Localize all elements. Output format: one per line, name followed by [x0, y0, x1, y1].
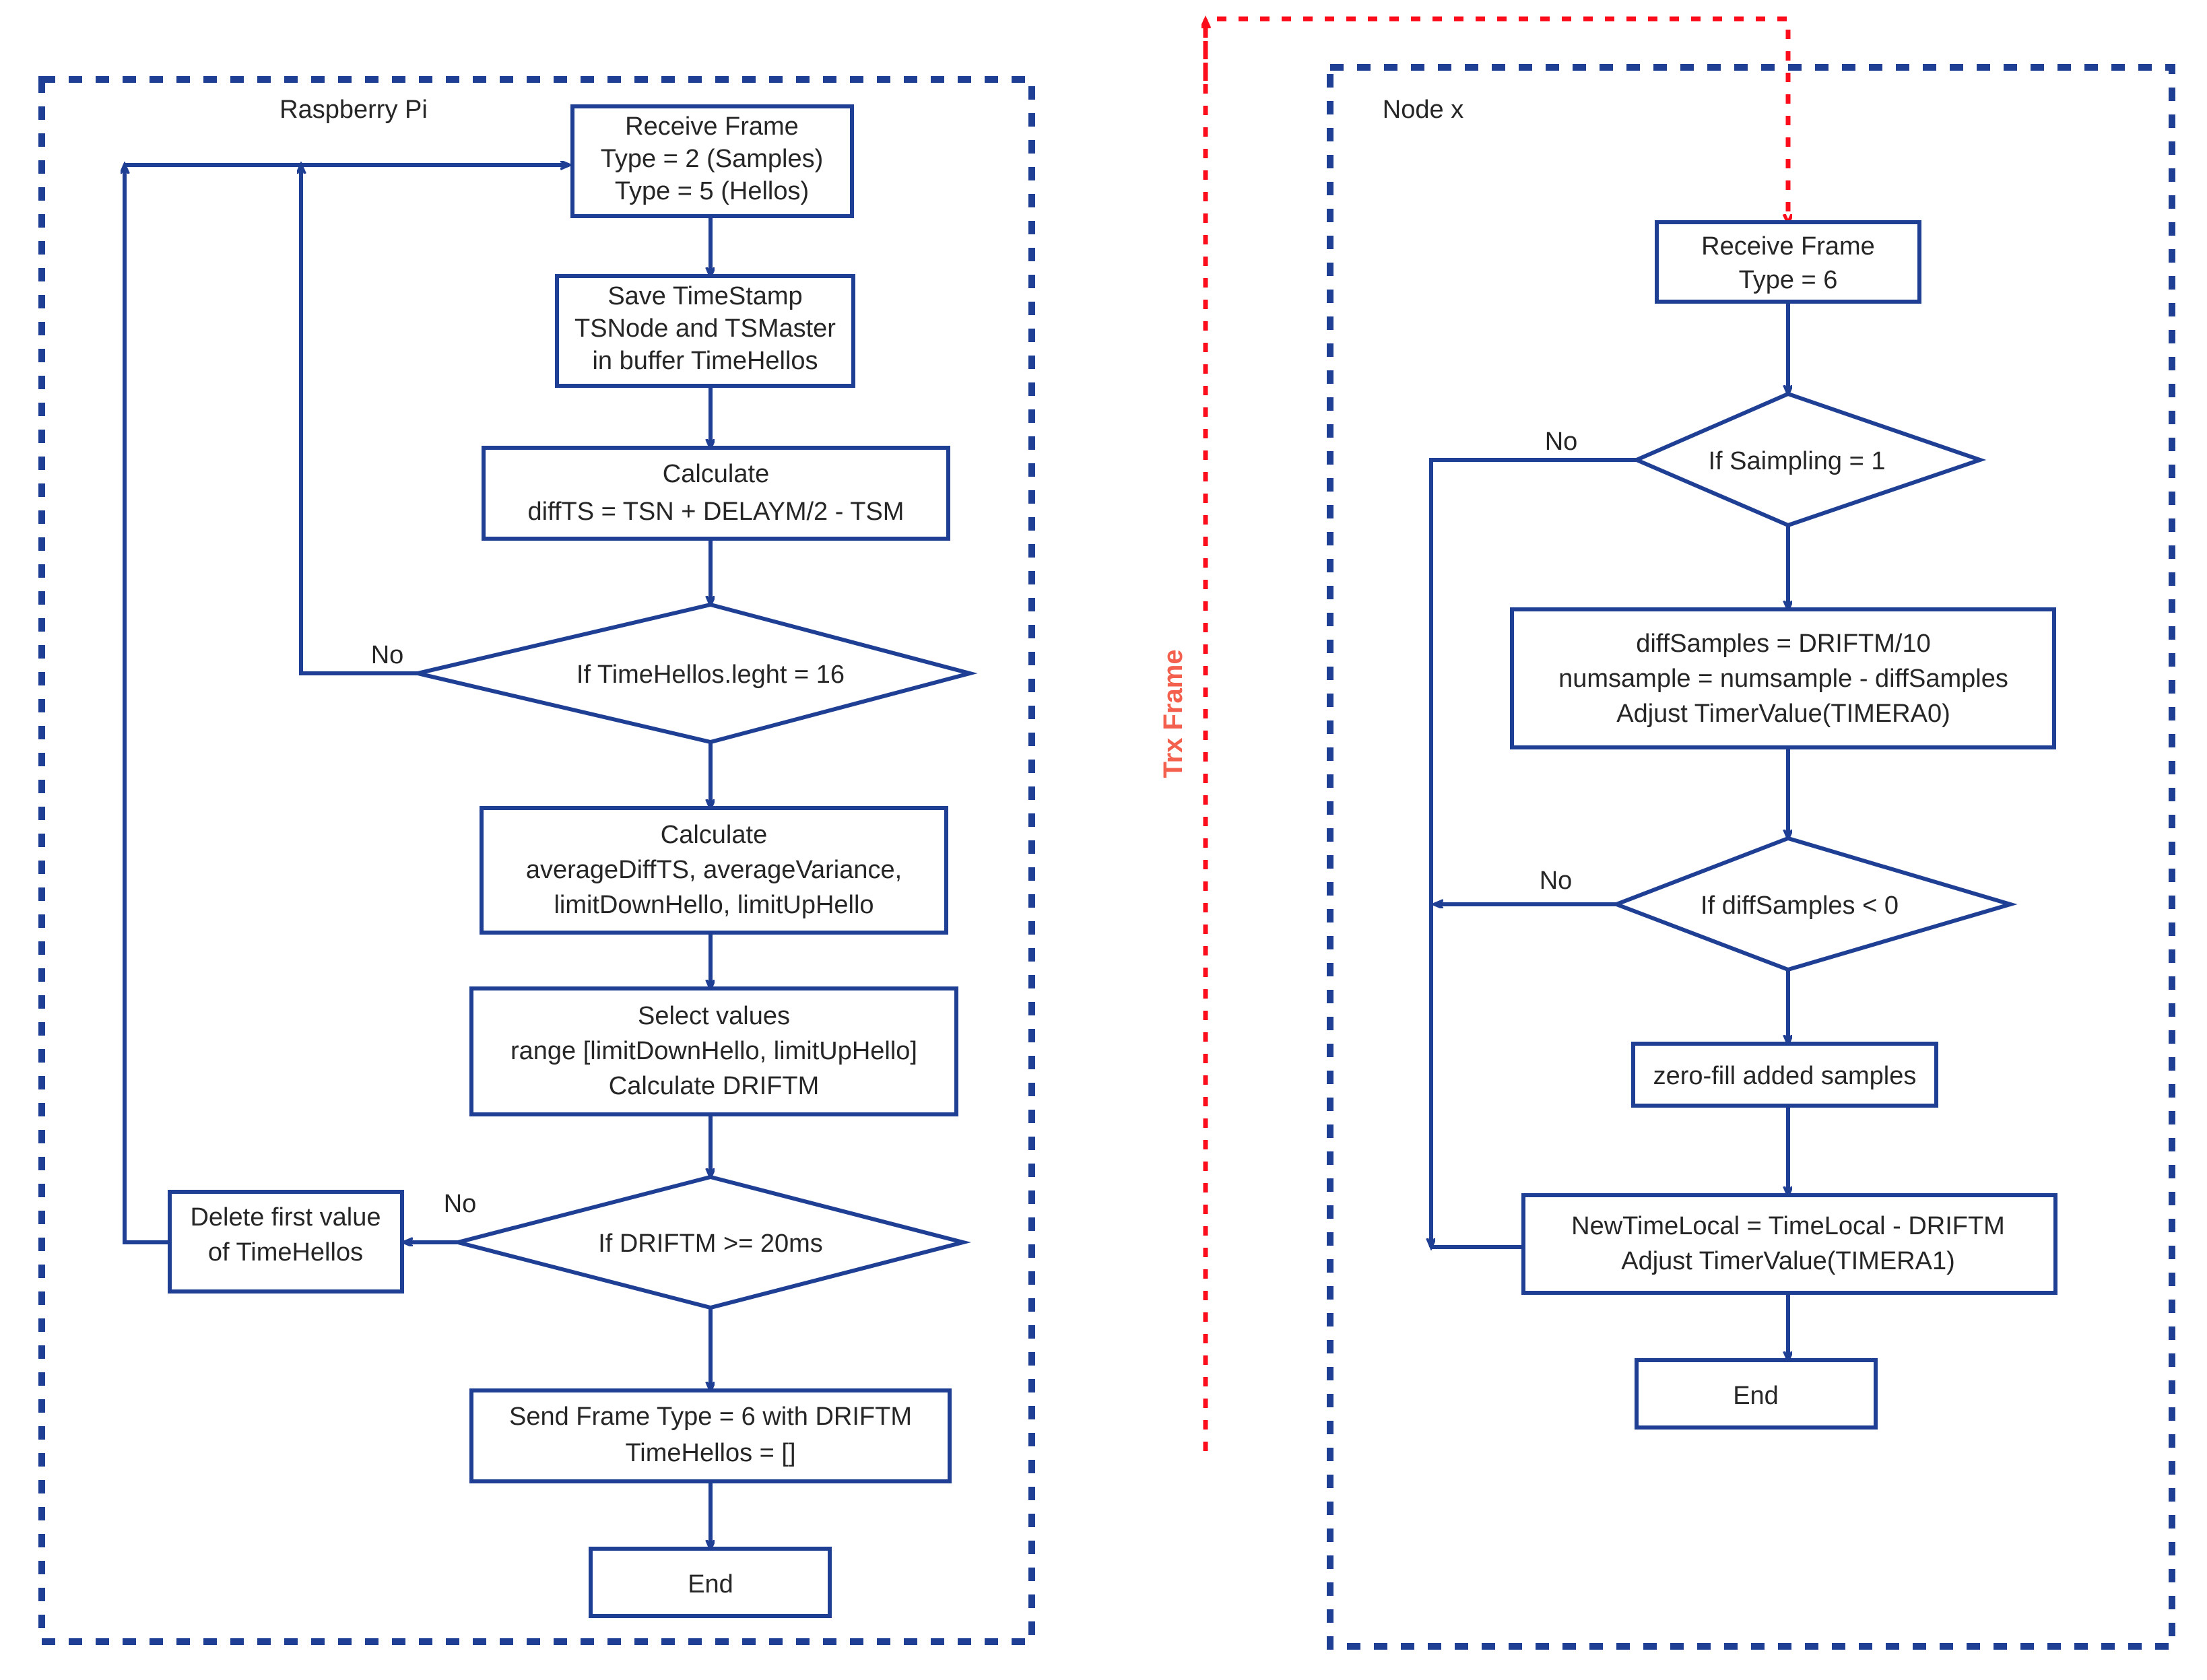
node-delete-first-value-line-1: of TimeHellos — [208, 1238, 363, 1267]
node-end-left[interactable] — [589, 1547, 832, 1618]
node-new-time-local-line-0: NewTimeLocal = TimeLocal - DRIFTM — [1571, 1212, 2005, 1240]
node-zero-fill-line-0: zero-fill added samples — [1653, 1062, 1917, 1090]
lane-raspberry-pi — [38, 76, 1035, 1645]
node-save-timestamp-line-2: in buffer TimeHellos — [592, 347, 818, 375]
node-calculate-averages-line-1: averageDiffTS, averageVariance, — [526, 856, 902, 884]
node-if-timehellos-length-line-0: If TimeHellos.leght = 16 — [577, 661, 845, 689]
node-if-diffsamples-neg-line-0: If diffSamples < 0 — [1701, 892, 1899, 920]
conn-delete-to-top — [125, 165, 170, 1244]
node-end-right-line-0: End — [1733, 1382, 1779, 1410]
lane-node-x — [1327, 64, 2175, 1650]
node-send-frame-line-1: TimeHellos = [] — [625, 1439, 795, 1467]
node-if-timehellos-length[interactable] — [417, 602, 978, 745]
node-send-frame-line-0: Send Frame Type = 6 with DRIFTM — [509, 1403, 912, 1431]
node-calculate-diffts[interactable] — [482, 446, 950, 541]
node-select-values-line-1: range [limitDownHello, limitUpHello] — [510, 1037, 917, 1065]
node-receive-frame-line-1: Type = 2 (Samples) — [601, 145, 824, 173]
node-new-time-local-line-1: Adjust TimerValue(TIMERA1) — [1621, 1247, 1955, 1275]
trx-frame-label: Trx Frame — [1158, 649, 1188, 778]
node-select-values[interactable] — [469, 986, 958, 1116]
node-end-right[interactable] — [1635, 1358, 1878, 1430]
node-diff-samples-line-2: Adjust TimerValue(TIMERA0) — [1616, 700, 1950, 728]
node-receive-frame-6[interactable] — [1655, 220, 1921, 304]
node-calculate-diffts-line-1: diffTS = TSN + DELAYM/2 - TSM — [528, 498, 904, 526]
node-if-sampling-line-0: If Saimpling = 1 — [1709, 447, 1886, 475]
node-select-values-line-0: Select values — [638, 1002, 790, 1030]
node-save-timestamp[interactable] — [555, 274, 855, 388]
lane-label-raspberry-pi: Raspberry Pi — [279, 96, 428, 124]
conn-no-sampling-rail — [1431, 458, 1637, 1247]
node-receive-frame-line-0: Receive Frame — [625, 112, 799, 141]
node-save-timestamp-line-0: Save TimeStamp — [607, 282, 802, 310]
node-calculate-averages-line-0: Calculate — [661, 821, 767, 849]
edge-label-no-timehellos: No — [371, 641, 404, 669]
node-new-time-local[interactable] — [1521, 1193, 2057, 1295]
node-calculate-averages[interactable] — [480, 806, 948, 935]
node-receive-frame-6-line-0: Receive Frame — [1701, 232, 1875, 261]
node-send-frame[interactable] — [469, 1388, 952, 1483]
edge-label-no-driftm: No — [444, 1190, 477, 1218]
node-diff-samples-line-1: numsample = numsample - diffSamples — [1558, 665, 2008, 693]
node-select-values-line-2: Calculate DRIFTM — [609, 1072, 820, 1100]
node-receive-frame-line-2: Type = 5 (Hellos) — [615, 177, 809, 205]
conn-no-timehellos-to-top — [301, 165, 418, 675]
node-calculate-diffts-line-0: Calculate — [663, 460, 769, 488]
edge-label-no-sampling: No — [1545, 428, 1578, 456]
node-if-diffsamples-neg[interactable] — [1610, 836, 2018, 972]
trx-frame-link — [1203, 16, 1788, 1451]
node-diff-samples-line-0: diffSamples = DRIFTM/10 — [1636, 630, 1931, 658]
node-receive-frame[interactable] — [570, 104, 854, 218]
edge-label-no-diffsamples: No — [1540, 867, 1573, 895]
node-zero-fill[interactable] — [1631, 1042, 1938, 1108]
node-calculate-averages-line-2: limitDownHello, limitUpHello — [554, 891, 874, 919]
node-delete-first-value[interactable] — [168, 1190, 404, 1293]
node-if-sampling[interactable] — [1631, 391, 1987, 528]
lane-label-node-x: Node x — [1383, 96, 1463, 124]
node-if-driftm-line-0: If DRIFTM >= 20ms — [598, 1230, 823, 1258]
node-end-left-line-0: End — [688, 1570, 733, 1599]
node-delete-first-value-line-0: Delete first value — [190, 1203, 381, 1232]
node-receive-frame-6-line-1: Type = 6 — [1739, 266, 1838, 294]
node-if-driftm[interactable] — [450, 1174, 971, 1310]
node-save-timestamp-line-1: TSNode and TSMaster — [574, 314, 836, 343]
node-diff-samples[interactable] — [1510, 607, 2056, 749]
